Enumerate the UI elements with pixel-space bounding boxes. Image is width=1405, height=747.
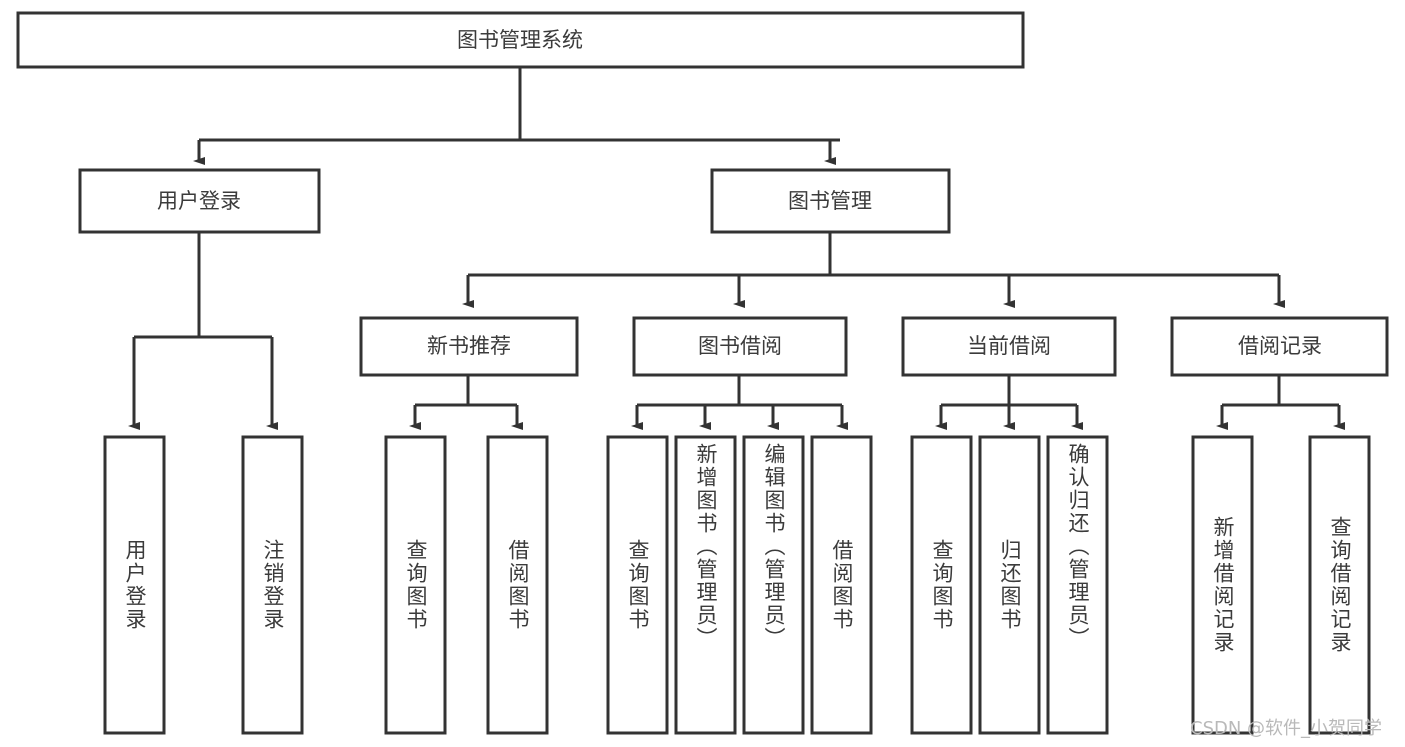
node-book-manage-box[interactable] — [710, 168, 951, 234]
connector-group-borrow-record — [1216, 375, 1345, 430]
leaf-boxes — [103, 435, 1371, 735]
node-user-login-box[interactable] — [78, 168, 321, 234]
node-leaf-borrow-book-2-box[interactable] — [810, 435, 873, 735]
node-book-borrow[interactable]: 图书借阅 — [632, 316, 848, 377]
connector-group-new-book-rec — [409, 375, 523, 430]
node-leaf-user-login-box[interactable] — [103, 435, 166, 735]
connector-group-book-borrow — [631, 375, 848, 430]
node-root-label: 图书管理系统 — [457, 28, 583, 52]
node-leaf-confirm-return-box[interactable] — [1046, 435, 1109, 735]
node-leaf-logout-box[interactable] — [241, 435, 304, 735]
connector-group-user-login — [128, 232, 278, 430]
node-leaf-add-book-box[interactable] — [674, 435, 737, 735]
csdn-watermark: CSDN @软件_小贺同学 — [1190, 718, 1383, 739]
node-leaf-query-book-1-box[interactable] — [384, 435, 447, 735]
node-current-borrow[interactable]: 当前借阅 — [901, 316, 1117, 377]
node-root[interactable]: 图书管理系统 — [16, 11, 1025, 69]
node-new-book-rec-box[interactable] — [359, 316, 579, 377]
connector-group-book-manage — [462, 232, 1285, 308]
node-leaf-query-book-2-box[interactable] — [606, 435, 669, 735]
node-leaf-borrow-book-1-box[interactable] — [486, 435, 549, 735]
node-user-login-label: 用户登录 — [157, 189, 241, 213]
node-leaf-query-book-3-box[interactable] — [910, 435, 973, 735]
node-root-box[interactable] — [16, 11, 1025, 69]
node-user-login[interactable]: 用户登录 — [78, 168, 321, 234]
node-book-manage[interactable]: 图书管理 — [710, 168, 951, 234]
node-borrow-record[interactable]: 借阅记录 — [1170, 316, 1389, 377]
node-leaf-edit-book-box[interactable] — [742, 435, 805, 735]
node-leaf-add-record-box[interactable] — [1191, 435, 1254, 735]
node-leaf-query-record-box[interactable] — [1308, 435, 1371, 735]
node-leaf-return-book-box[interactable] — [978, 435, 1041, 735]
connector-group-current-borrow — [935, 375, 1083, 430]
node-borrow-record-label: 借阅记录 — [1238, 334, 1322, 358]
node-current-borrow-label: 当前借阅 — [967, 334, 1051, 358]
node-book-manage-label: 图书管理 — [788, 189, 872, 213]
node-new-book-rec-label: 新书推荐 — [427, 334, 511, 358]
connector-group-root — [193, 67, 840, 165]
node-book-borrow-box[interactable] — [632, 316, 848, 377]
node-borrow-record-box[interactable] — [1170, 316, 1389, 377]
node-book-borrow-label: 图书借阅 — [698, 334, 782, 358]
node-current-borrow-box[interactable] — [901, 316, 1117, 377]
node-new-book-rec[interactable]: 新书推荐 — [359, 316, 579, 377]
